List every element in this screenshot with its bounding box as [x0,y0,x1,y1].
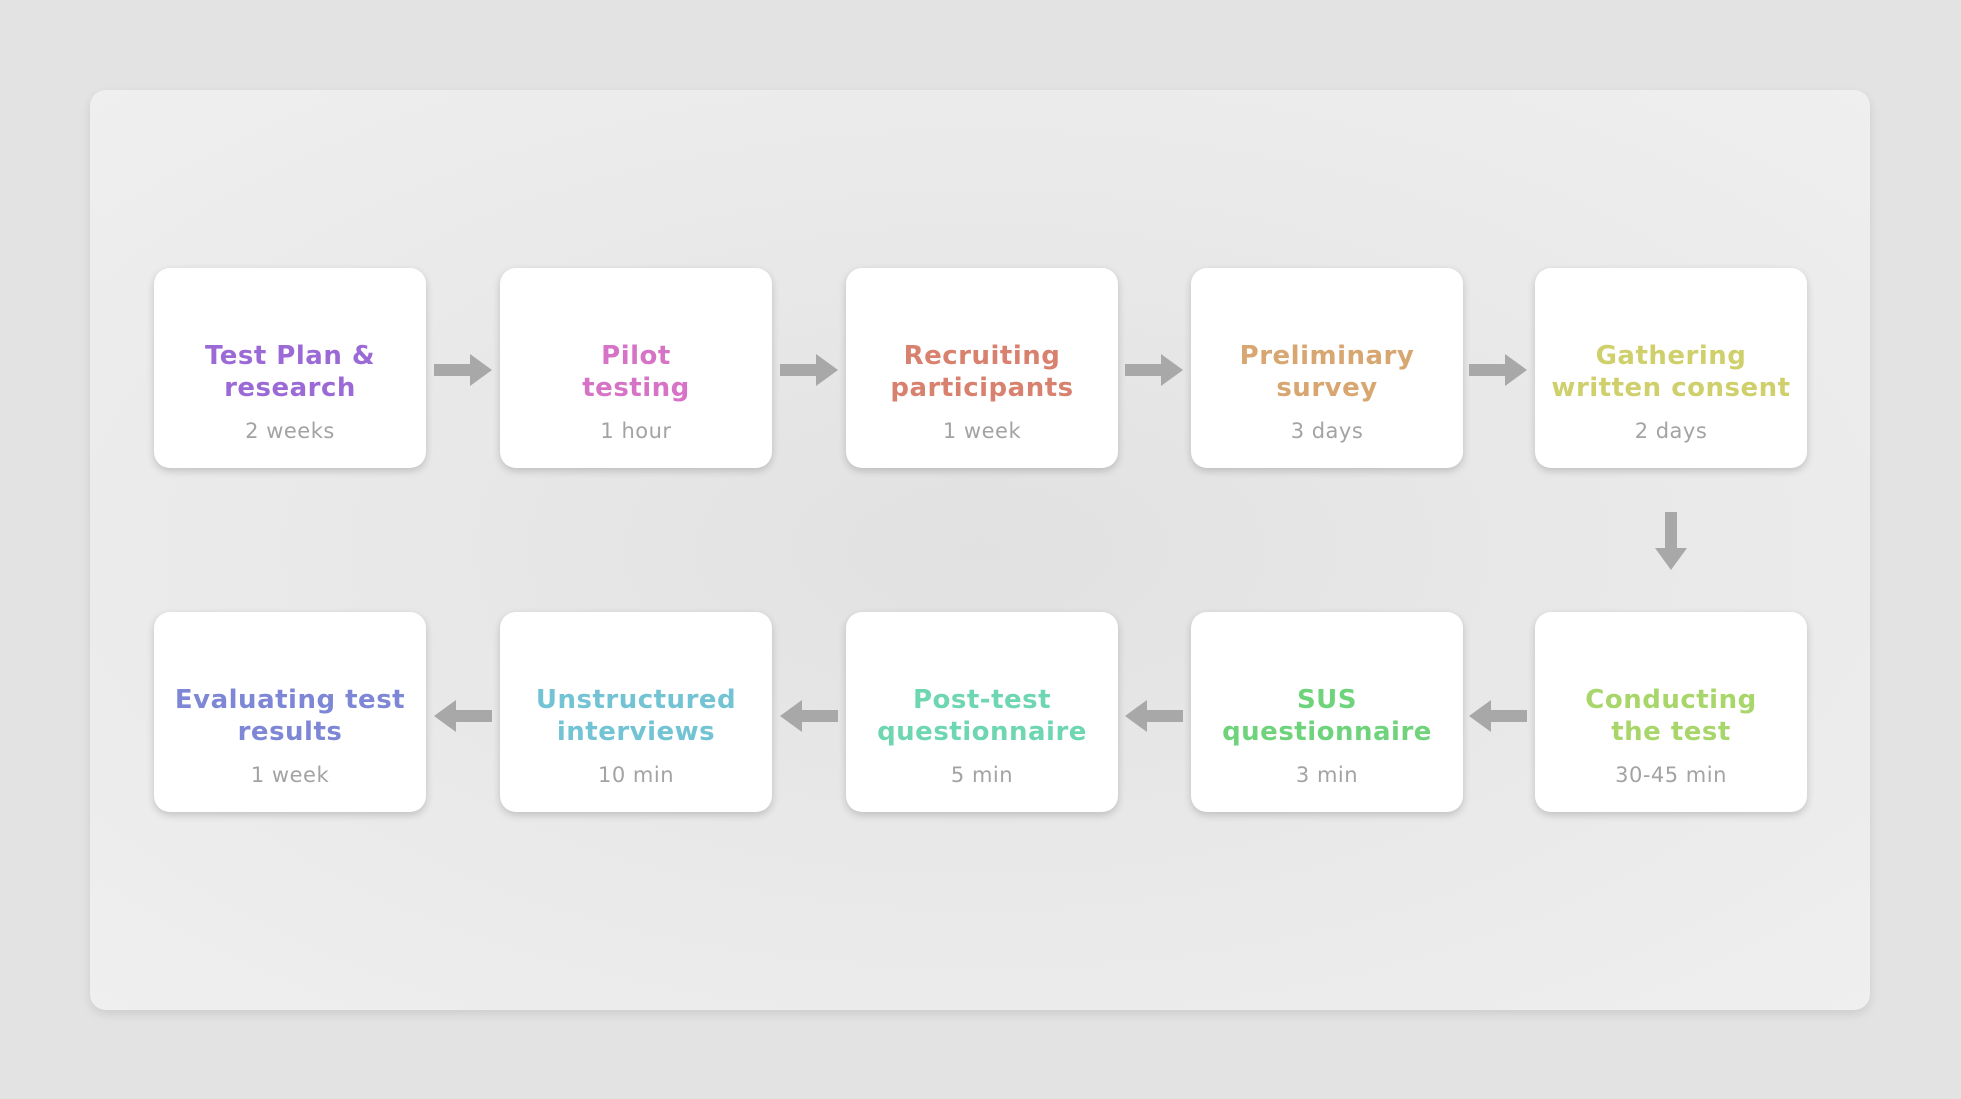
arrow-right-icon [780,354,838,386]
step-duration: 30-45 min [1615,763,1727,787]
step-card-pilot-testing: Pilot testing 1 hour [500,268,772,468]
step-duration: 2 weeks [245,419,335,443]
step-card-recruiting: Recruiting participants 1 week [846,268,1118,468]
step-title: Evaluating test results [174,685,406,747]
step-title: Preliminary survey [1239,341,1415,403]
step-title: Pilot testing [582,341,690,403]
step-card-test-plan: Test Plan & research 2 weeks [154,268,426,468]
arrow-left-icon [780,700,838,732]
step-title: Gathering written consent [1551,341,1791,403]
step-title: Unstructured interviews [535,685,737,747]
step-duration: 3 days [1290,419,1364,443]
step-card-post-test-questionnaire: Post-test questionnaire 5 min [846,612,1118,812]
step-duration: 2 days [1634,419,1708,443]
arrow-left-icon [434,700,492,732]
step-card-conducting-test: Conducting the test 30-45 min [1535,612,1807,812]
arrow-right-icon [1469,354,1527,386]
step-title: Conducting the test [1585,685,1757,747]
arrow-down-icon [1655,512,1687,570]
arrow-left-icon [1469,700,1527,732]
step-duration: 10 min [598,763,674,787]
step-duration: 1 week [250,763,330,787]
arrow-right-icon [434,354,492,386]
step-card-unstructured-interviews: Unstructured interviews 10 min [500,612,772,812]
step-duration: 1 hour [600,419,672,443]
step-card-evaluating-results: Evaluating test results 1 week [154,612,426,812]
step-title: Post-test questionnaire [877,685,1087,747]
step-card-preliminary-survey: Preliminary survey 3 days [1191,268,1463,468]
step-card-sus-questionnaire: SUS questionnaire 3 min [1191,612,1463,812]
step-duration: 5 min [950,763,1014,787]
step-card-written-consent: Gathering written consent 2 days [1535,268,1807,468]
diagram-panel [90,90,1870,1010]
arrow-left-icon [1125,700,1183,732]
step-duration: 1 week [942,419,1022,443]
step-title: Recruiting participants [890,341,1074,403]
step-duration: 3 min [1295,763,1359,787]
arrow-right-icon [1125,354,1183,386]
step-title: SUS questionnaire [1222,685,1432,747]
step-title: Test Plan & research [204,341,376,403]
